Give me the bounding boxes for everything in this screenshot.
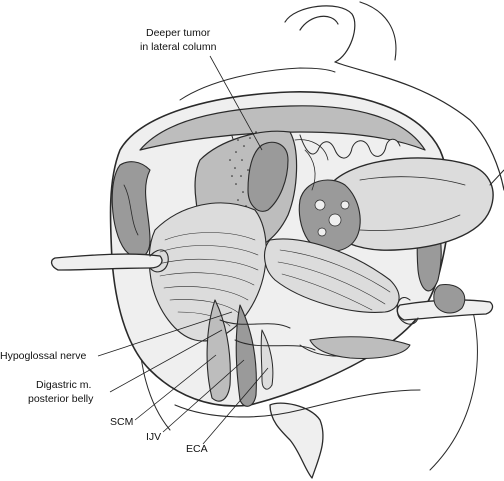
label-deeper-tumor: Deeper tumor in lateral column	[140, 27, 263, 151]
label-deeper-tumor-line2: in lateral column	[140, 41, 217, 53]
label-ijv: IJV	[146, 359, 245, 443]
retractor-right	[396, 284, 494, 325]
leader-ijv	[162, 359, 245, 433]
label-digastric: Digastric m. posterior belly	[28, 329, 223, 405]
label-digastric-line1: Digastric m.	[36, 379, 91, 391]
neck-vessels	[206, 299, 411, 407]
label-hypoglossal-text: Hypoglossal nerve	[0, 350, 87, 362]
label-ijv-text: IJV	[146, 431, 161, 443]
label-scm-text: SCM	[110, 416, 133, 428]
leader-eca	[202, 367, 269, 445]
tongue	[298, 157, 504, 252]
muscle-fibers	[148, 202, 400, 342]
leader-hypoglossal	[97, 311, 233, 357]
label-digastric-line2: posterior belly	[28, 393, 94, 405]
skin-flap	[174, 389, 421, 479]
leader-digastric	[109, 329, 223, 393]
label-scm: SCM	[110, 354, 217, 428]
leader-deeper-tumor	[209, 55, 263, 151]
label-eca-text: ECA	[186, 443, 208, 455]
label-deeper-tumor-line1: Deeper tumor	[146, 27, 211, 39]
leader-scm	[134, 354, 217, 421]
label-eca: ECA	[186, 367, 269, 455]
retractor-left	[50, 249, 169, 273]
label-hypoglossal: Hypoglossal nerve	[0, 311, 233, 362]
